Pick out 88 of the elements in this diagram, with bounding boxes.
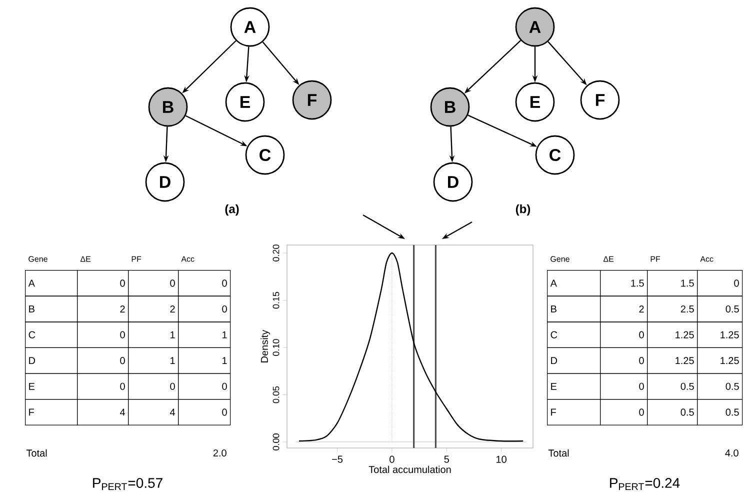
table-cell: 1.25: [647, 322, 698, 348]
graph-node: B: [430, 87, 470, 127]
table-cell: E: [547, 373, 601, 400]
table-cell: 0.5: [647, 399, 698, 426]
panel-label: (b): [516, 204, 530, 216]
x-tick-label: 0: [390, 456, 394, 463]
graph-node: C: [535, 135, 575, 175]
graph-node: F: [292, 80, 332, 120]
table-cell: 1: [128, 347, 179, 374]
graph-node: A: [230, 7, 270, 47]
graph-node: D: [145, 162, 185, 202]
table-cell: 0.5: [697, 296, 743, 322]
table-cell: A: [547, 270, 601, 296]
table-cell: 0: [77, 347, 129, 374]
table-cell: D: [547, 347, 601, 374]
column-header: Acc: [700, 256, 714, 262]
table-cell: 1: [178, 347, 231, 374]
x-axis-title: Total accumulation: [368, 466, 451, 474]
p-value: P$_{PERT}$=0.57: [93, 478, 162, 490]
table-cell: 0: [178, 270, 231, 296]
table-cell: 1.5: [647, 270, 698, 296]
table-cell: D: [25, 347, 78, 374]
graph-node: D: [433, 162, 473, 202]
table-cell: 4: [128, 399, 179, 426]
y-axis-title: Density: [260, 330, 270, 362]
table-cell: 0: [600, 399, 648, 426]
table-cell: 1.25: [647, 347, 698, 374]
total-label: Total: [548, 449, 569, 457]
total-value: 2.0: [213, 449, 226, 457]
graph-node: E: [225, 82, 265, 122]
column-header: PF: [650, 256, 660, 262]
table-cell: 1: [128, 322, 179, 348]
table-cell: 0.5: [697, 399, 743, 426]
column-header: PF: [132, 256, 142, 262]
panel-label: (a): [225, 204, 239, 216]
graph-node: A: [515, 7, 555, 47]
graph-node: F: [580, 80, 620, 120]
table-cell: 0: [697, 270, 743, 296]
line-series: [298, 252, 524, 442]
table-cell: 0: [128, 373, 179, 400]
y-tick-label: 0.15: [272, 292, 280, 309]
table-cell: 0: [178, 399, 231, 426]
table-cell: 1.25: [697, 347, 743, 374]
table-cell: F: [25, 399, 78, 426]
table-cell: 0: [600, 373, 648, 400]
y-tick-label: 0.20: [272, 244, 280, 262]
column-header: Acc: [181, 256, 194, 262]
graph-node: E: [515, 82, 555, 122]
y-tick-label: 0.05: [272, 386, 280, 404]
table-cell: 0: [600, 347, 648, 374]
column-header: ΔE: [603, 256, 614, 262]
table-cell: 2: [128, 296, 179, 322]
x-tick-label: −5: [332, 456, 343, 463]
table-cell: 1.25: [697, 322, 743, 348]
table-cell: 0: [77, 373, 129, 400]
table-cell: 2: [600, 296, 648, 322]
table-cell: 4: [77, 399, 129, 426]
table-cell: C: [547, 322, 601, 348]
column-header: Gene: [28, 256, 48, 262]
table-cell: 1.5: [600, 270, 648, 296]
table-cell: 2: [77, 296, 129, 322]
table-cell: 0.5: [697, 373, 743, 400]
table-cell: B: [547, 296, 601, 322]
total-label: Total: [26, 449, 47, 457]
table-cell: F: [547, 399, 601, 426]
y-tick-label: 0.00: [272, 434, 280, 450]
total-value: 4.0: [725, 449, 738, 457]
y-tick-label: 0.10: [272, 339, 280, 356]
table-cell: 0: [178, 373, 231, 400]
table-cell: 1: [178, 322, 231, 348]
table-cell: 0.5: [647, 373, 698, 400]
column-header: ΔE: [80, 256, 91, 262]
x-tick-label: 10: [496, 456, 506, 463]
graph-node: B: [148, 87, 188, 127]
table-cell: E: [25, 373, 78, 400]
table-cell: 0: [178, 296, 231, 322]
table-cell: 0: [77, 270, 129, 296]
table-cell: 0: [77, 322, 129, 348]
p-value: P$_{PERT}$=0.24: [610, 478, 680, 490]
table-cell: B: [25, 296, 78, 322]
table-cell: A: [25, 270, 78, 296]
table-cell: 2.5: [647, 296, 698, 322]
graph-node: C: [245, 135, 285, 175]
table-cell: C: [25, 322, 78, 348]
column-header: Gene: [550, 256, 570, 262]
table-cell: 0: [600, 322, 648, 348]
table-cell: 0: [128, 270, 179, 296]
x-tick-label: 5: [444, 456, 449, 463]
